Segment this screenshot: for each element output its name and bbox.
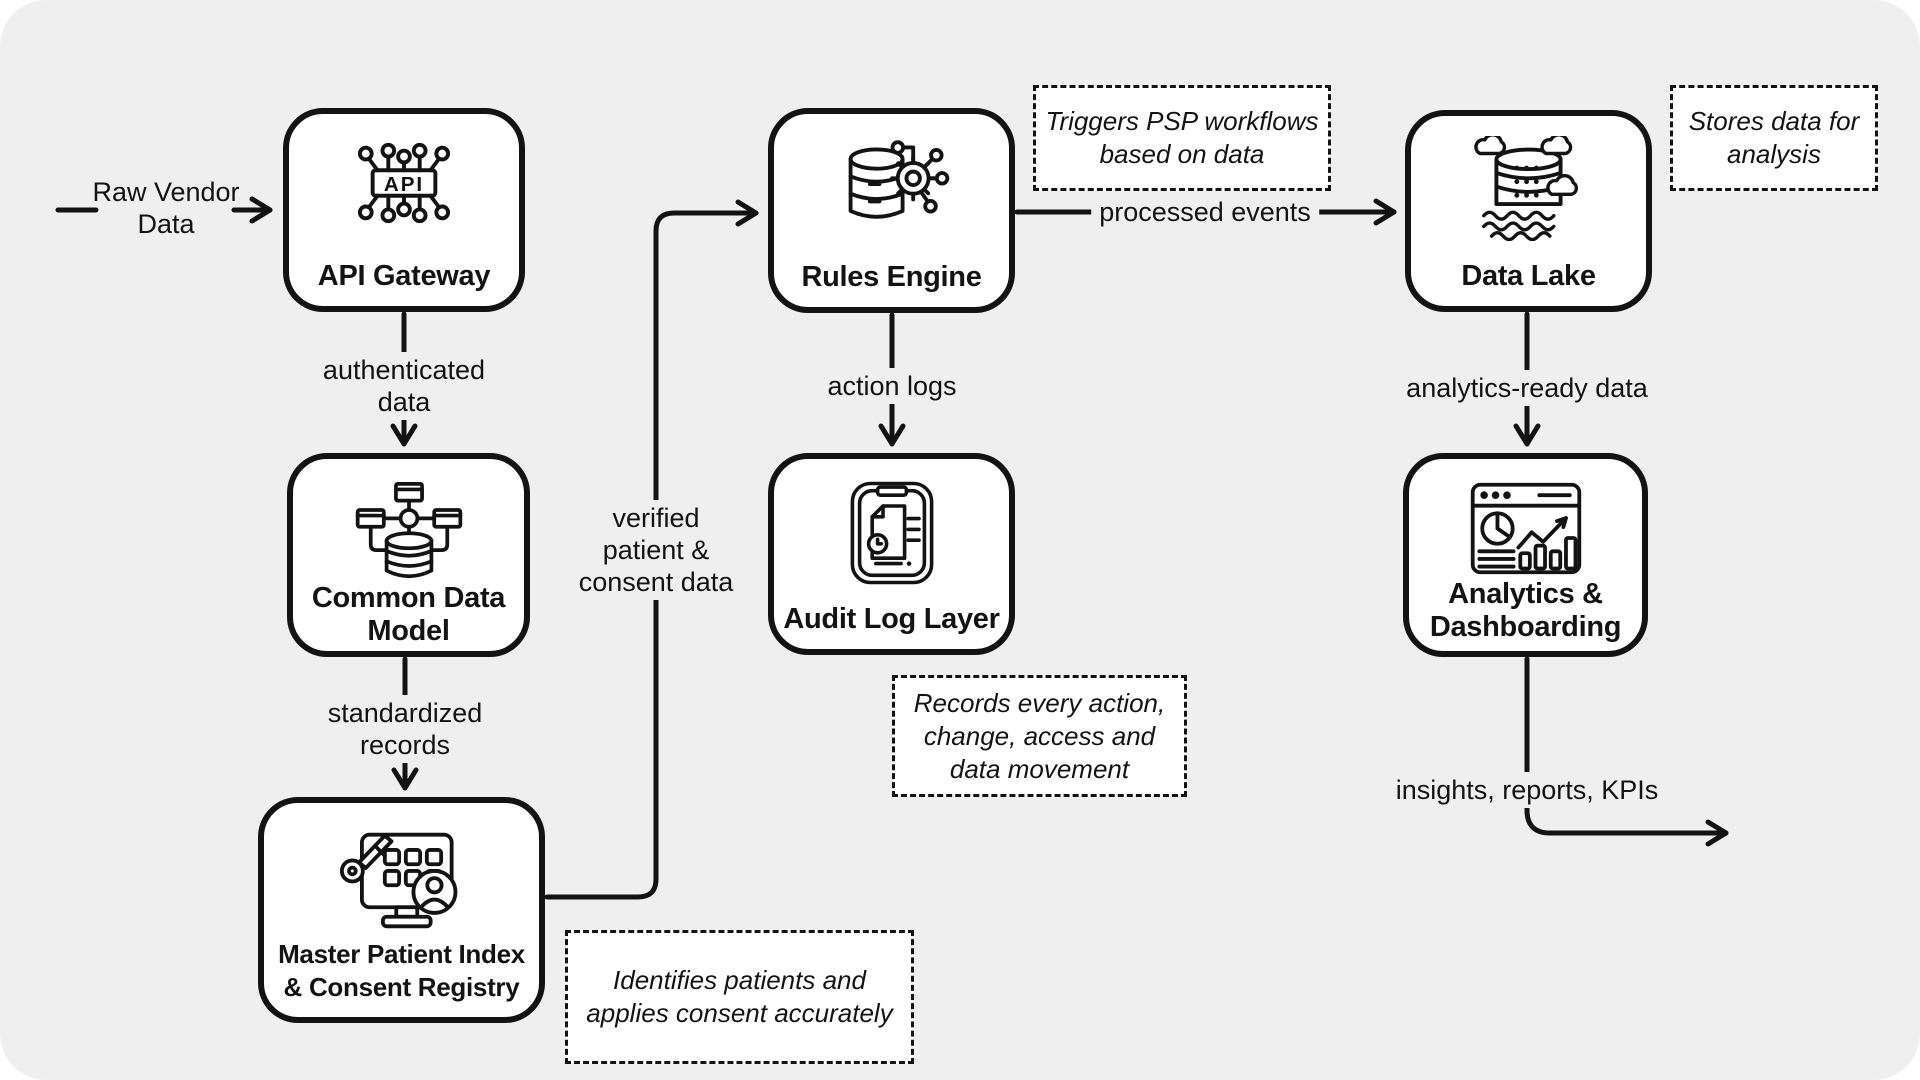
audit-log-icon bbox=[847, 479, 937, 587]
node-label: API Gateway bbox=[317, 260, 491, 292]
node-common-data-model: Common Data Model bbox=[287, 453, 530, 657]
schema-database-icon bbox=[353, 479, 465, 582]
patient-registry-icon bbox=[339, 823, 465, 938]
rules-gear-database-icon bbox=[834, 134, 950, 238]
edge-label-authenticated-data: authenticated data bbox=[314, 352, 494, 420]
edge-label-analytics-ready-data: analytics-ready data bbox=[1398, 370, 1656, 406]
node-data-lake: Data Lake bbox=[1405, 110, 1652, 312]
node-master-patient-index: Master Patient Index & Consent Registry bbox=[258, 797, 545, 1023]
annotation-lake-note: Stores data for analysis bbox=[1670, 85, 1878, 191]
analytics-dashboard-icon bbox=[1467, 479, 1585, 578]
annotation-audit-note: Records every action, change, access and… bbox=[892, 675, 1187, 797]
annotation-rules-note: Triggers PSP workflows based on data bbox=[1033, 85, 1331, 191]
node-api-gateway: API API Gateway bbox=[283, 108, 525, 312]
node-rules-engine: Rules Engine bbox=[768, 108, 1015, 313]
edge-label-processed-events: processed events bbox=[1091, 194, 1319, 230]
edge-label-action-logs: action logs bbox=[819, 368, 965, 404]
node-label: Master Patient Index & Consent Registry bbox=[278, 939, 525, 1002]
api-icon: API bbox=[345, 134, 463, 232]
node-audit-log-layer: Audit Log Layer bbox=[768, 453, 1015, 655]
node-label: Audit Log Layer bbox=[783, 603, 1000, 635]
edge-label-insights-reports-kpis: insights, reports, KPIs bbox=[1387, 772, 1667, 808]
edge-label-standardized-records: standardized records bbox=[319, 695, 491, 763]
api-icon-text: API bbox=[384, 173, 424, 196]
edge-analytics-out bbox=[1524, 656, 1729, 847]
edge-label-verified-patient-consent-data: verified patient & consent data bbox=[570, 500, 742, 600]
node-analytics-dashboarding: Analytics & Dashboarding bbox=[1403, 453, 1648, 657]
node-label: Rules Engine bbox=[801, 261, 982, 293]
node-label: Data Lake bbox=[1461, 260, 1596, 292]
data-lake-icon bbox=[1470, 136, 1587, 241]
annotation-mpi-note: Identifies patients and applies consent … bbox=[565, 930, 914, 1064]
node-label: Common Data Model bbox=[311, 582, 506, 647]
start-label: Raw Vendor Data bbox=[92, 177, 240, 239]
node-label: Analytics & Dashboarding bbox=[1429, 578, 1622, 643]
